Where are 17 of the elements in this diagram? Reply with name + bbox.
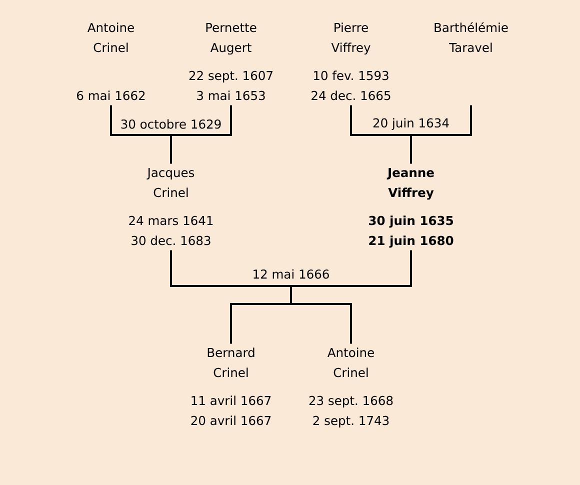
person-entry: Antoine Crinel 6 mai 1662 xyxy=(77,22,145,100)
person-entry: Pernette Augert 22 sept. 1607 3 mai 1653 xyxy=(189,23,272,100)
person-entry: Pierre Viffrey 10 fev. 1593 24 dec. 1665 xyxy=(312,22,390,100)
connector-line xyxy=(350,105,472,136)
edge-label: 20 juin 1634 xyxy=(371,116,451,132)
person-entry: Jacques Crinel 24 mars 1641 30 dec. 1683 xyxy=(129,168,213,246)
connector-line xyxy=(110,105,232,136)
person-entry: Antoine Crinel 23 sept. 1668 2 sept. 1743 xyxy=(309,348,393,428)
edge-label: 12 mai 1666 xyxy=(250,268,332,280)
person-entry: Jeanne Viffrey 30 juin 1635 21 juin 1680 xyxy=(369,168,454,248)
person-entry: Barthélémie Taravel xyxy=(434,22,508,52)
edge-label: 30 octobre 1629 xyxy=(119,118,223,130)
connector-line xyxy=(170,134,172,164)
person-entry: Bernard Crinel 11 avril 1667 20 avril 1667 xyxy=(191,348,271,426)
connector-line xyxy=(290,285,352,344)
connector-line xyxy=(410,134,412,164)
connector-line xyxy=(170,250,412,287)
